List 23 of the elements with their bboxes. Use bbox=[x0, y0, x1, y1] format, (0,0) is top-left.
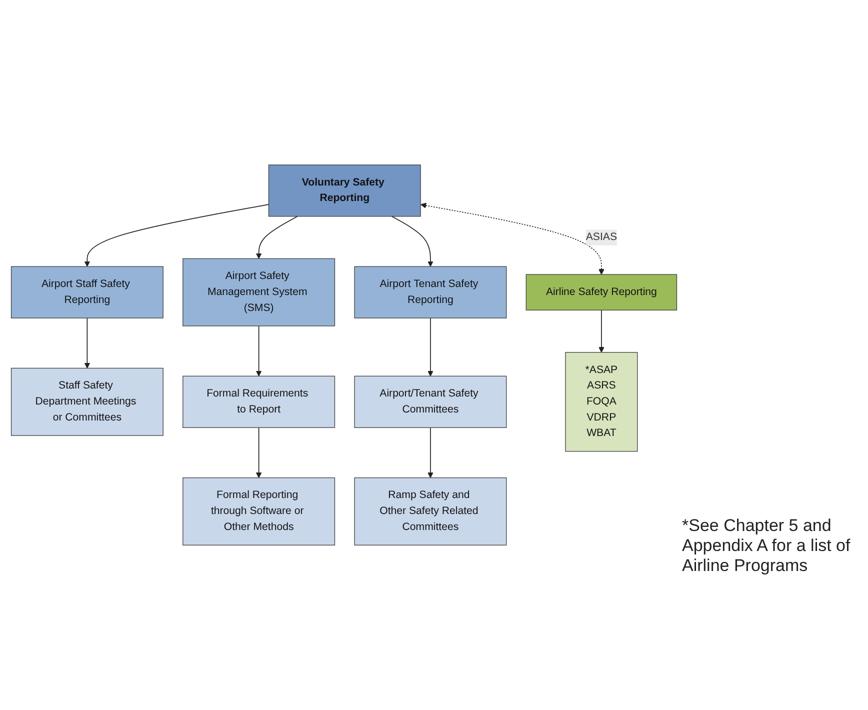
arrow bbox=[84, 204, 270, 267]
arrow bbox=[256, 326, 262, 376]
node-box: Voluntary Safety Reporting bbox=[268, 164, 421, 217]
node-box: Formal Requirements to Report bbox=[182, 376, 336, 428]
node-box: *ASAP ASRS FOQA VDRP WBAT bbox=[565, 352, 638, 452]
node-box: Airport Staff Safety Reporting bbox=[10, 266, 164, 318]
edge-label: ASIAS bbox=[586, 232, 617, 243]
arrow bbox=[420, 202, 604, 275]
footnote: *See Chapter 5 and Appendix A for a list of Airline Programs bbox=[682, 516, 852, 576]
node-box: Ramp Safety and Other Safety Related Committees bbox=[354, 477, 507, 546]
node-box: Airport/Tenant Safety Committees bbox=[354, 376, 507, 428]
node-box: Airport Safety Management System (SMS) bbox=[182, 258, 336, 326]
arrow bbox=[256, 216, 298, 259]
arrow bbox=[256, 427, 262, 478]
arrow bbox=[598, 310, 604, 353]
node-box: Airline Safety Reporting bbox=[526, 274, 678, 310]
node-box: Formal Reporting through Software or Other Methods bbox=[182, 477, 336, 546]
node-box: Staff Safety Department Meetings or Committees bbox=[10, 368, 164, 436]
node-box: Airport Tenant Safety Reporting bbox=[354, 266, 507, 318]
arrow bbox=[84, 318, 90, 368]
arrow bbox=[428, 318, 434, 376]
arrow bbox=[428, 427, 434, 478]
arrow bbox=[391, 216, 434, 267]
